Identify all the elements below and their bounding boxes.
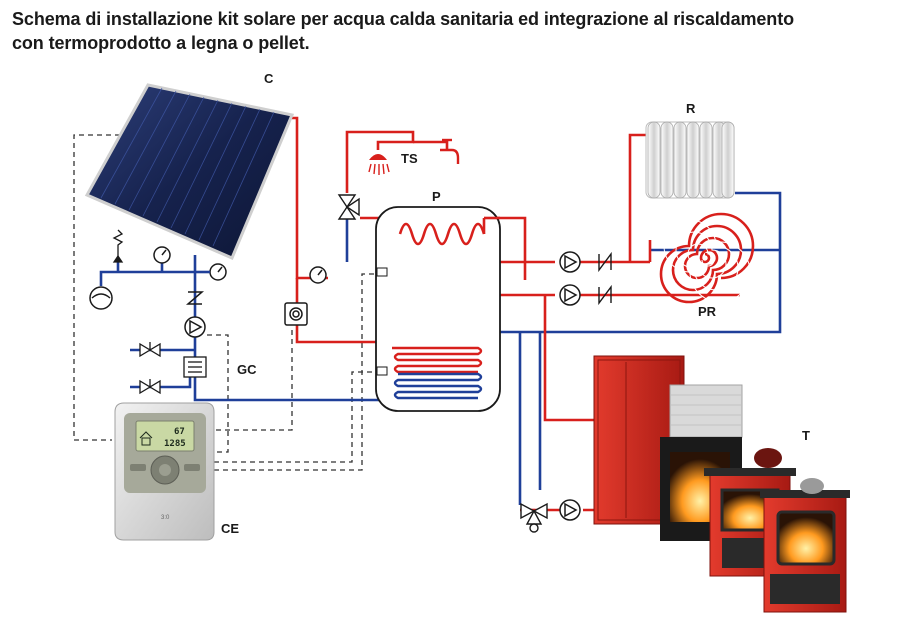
pump-icon <box>559 251 581 273</box>
controller-display-line2: 1285 <box>164 439 186 449</box>
radiator <box>645 121 735 199</box>
solar-collector <box>84 83 295 260</box>
mixing-valve-icon <box>520 502 548 533</box>
pump-icon <box>184 316 206 338</box>
flow-meter-icon <box>183 356 207 378</box>
diagram-title-line-2: con termoprodotto a legna o pellet. <box>12 33 310 53</box>
controller-display-line1: 67 <box>174 427 185 437</box>
house-icon <box>139 431 153 446</box>
signal-wires <box>73 134 377 471</box>
pellet-stove <box>760 478 850 613</box>
diagram-title-line-1: Schema di installazione kit solare per a… <box>12 9 794 29</box>
label-hot-water-tap: TS <box>401 151 418 166</box>
pump-icon <box>559 499 581 521</box>
pump-icon <box>559 284 581 306</box>
thermometer-icon <box>195 263 227 281</box>
label-radiator: R <box>686 101 696 116</box>
label-floor-heating: PR <box>698 304 717 319</box>
shower-icon <box>368 154 390 175</box>
label-stove: T <box>802 428 810 443</box>
mixing-valve-icon <box>337 194 360 220</box>
svg-text:3:0: 3:0 <box>161 515 170 521</box>
label-collector: C <box>264 71 274 86</box>
label-storage-tank: P <box>432 189 441 204</box>
label-controller: CE <box>221 521 239 536</box>
label-pump-group: GC <box>237 362 257 377</box>
thermometer-icon <box>309 266 327 284</box>
expansion-vessel-icon <box>89 286 113 310</box>
safety-valve-icon <box>112 229 124 263</box>
check-valve-icon <box>598 284 612 306</box>
check-valve-icon <box>185 291 205 305</box>
ball-valve-icon <box>139 379 161 395</box>
sensor-icon <box>284 302 308 326</box>
tap-icon <box>440 138 460 164</box>
solar-controller: 67 1285 3:0 <box>114 402 215 541</box>
floor-heating-coil <box>659 212 755 304</box>
ball-valve-icon <box>139 342 161 358</box>
gauge-icon <box>153 246 171 264</box>
check-valve-icon <box>598 251 612 273</box>
storage-tank <box>375 206 501 412</box>
